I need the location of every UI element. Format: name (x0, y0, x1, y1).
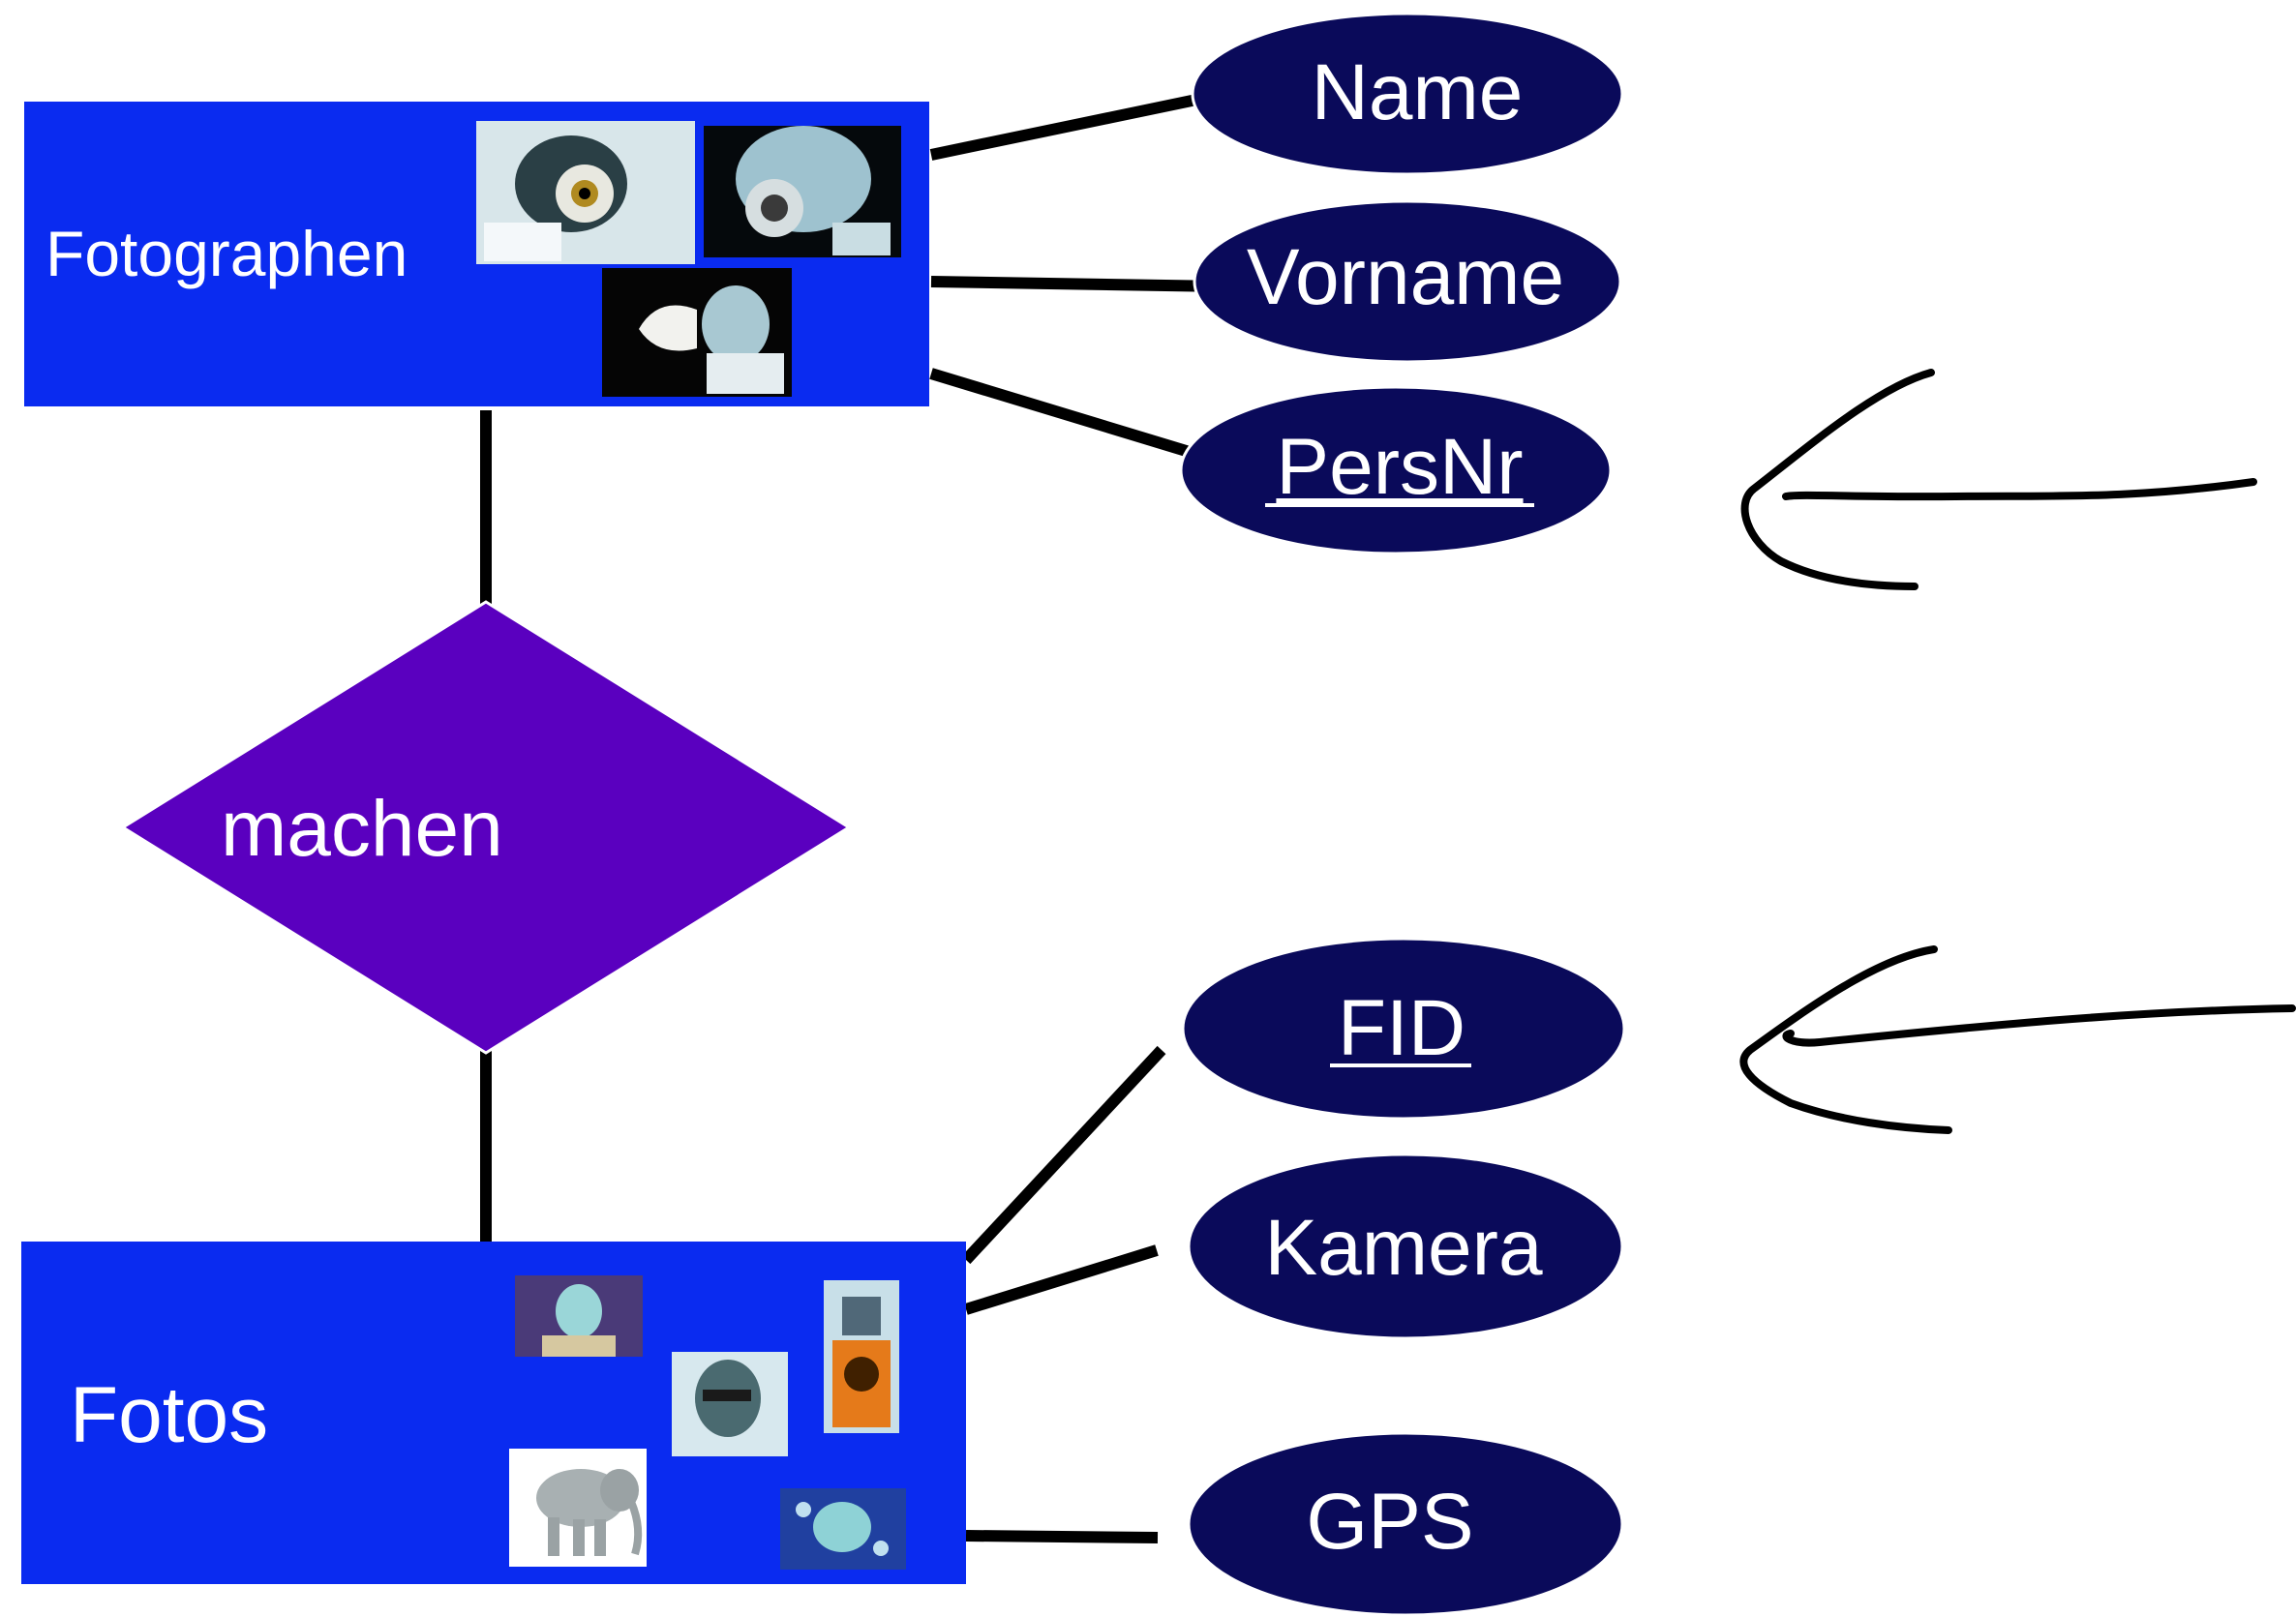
line-fotos-fid (961, 1045, 1166, 1265)
relationship-machen-label: machen (221, 785, 503, 873)
entity-fotos-label: Fotos (70, 1371, 268, 1459)
attribute-persnr[interactable]: PersNr (1179, 385, 1613, 555)
photo-thumbnail-icon (780, 1488, 906, 1570)
attribute-kamera-ellipse (1187, 1153, 1624, 1340)
photographer-photo-icon (704, 126, 901, 257)
entity-fotographen[interactable]: Fotographen (24, 102, 929, 406)
attribute-kamera-label: Kamera (1264, 1204, 1543, 1292)
bottle-photo-icon (824, 1280, 899, 1433)
photographer-photo-icon (476, 121, 695, 264)
attribute-vorname[interactable]: Vorname (1193, 199, 1622, 364)
line-fotos-gps (965, 1530, 1159, 1543)
attribute-name-ellipse (1191, 12, 1624, 176)
relationship-machen[interactable]: machen (120, 600, 852, 1055)
attribute-gps[interactable]: GPS (1187, 1431, 1624, 1617)
relationship-machen-diamond (120, 600, 852, 1055)
attribute-gps-ellipse (1187, 1431, 1624, 1617)
photo-thumbnail-icon (672, 1352, 788, 1456)
attribute-fid-label: FID (1338, 984, 1465, 1072)
connector-lines (480, 94, 1225, 1543)
attribute-name[interactable]: Name (1191, 12, 1624, 176)
line-fotographen-vorname (930, 276, 1225, 292)
entity-fotographen-label: Fotographen (45, 218, 408, 289)
attribute-fid[interactable]: FID (1181, 937, 1626, 1121)
attribute-persnr-ellipse (1179, 385, 1613, 555)
line-fotographen-persnr (929, 368, 1194, 459)
arrow-annotation-icon (1740, 369, 2257, 590)
attribute-fid-ellipse (1181, 937, 1626, 1121)
arrow-annotation-icon (1739, 945, 2296, 1134)
attribute-name-label: Name (1312, 48, 1524, 136)
attribute-kamera[interactable]: Kamera (1187, 1153, 1624, 1340)
attribute-vorname-ellipse (1193, 199, 1622, 364)
attribute-gps-label: GPS (1306, 1478, 1473, 1566)
line-fotos-kamera (964, 1244, 1159, 1315)
elephant-photo-icon (509, 1449, 647, 1567)
photo-thumbnail-icon (515, 1275, 643, 1357)
line-fotographen-name (929, 94, 1198, 161)
attribute-vorname-label: Vorname (1247, 233, 1564, 321)
entity-fotos[interactable]: Fotos (21, 1242, 966, 1584)
attribute-persnr-label: PersNr (1276, 423, 1523, 511)
photographer-photo-icon (602, 268, 792, 397)
